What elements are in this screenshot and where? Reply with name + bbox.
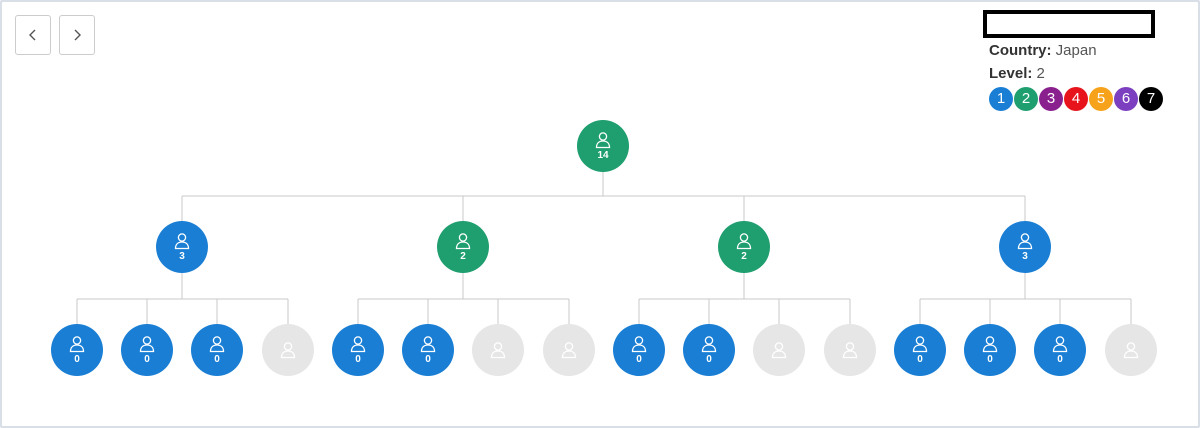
country-label: Country:: [989, 42, 1052, 59]
node-count: 2: [741, 250, 747, 262]
tree-node-level2[interactable]: 0: [191, 324, 243, 376]
tree-node-level2[interactable]: 0: [613, 324, 665, 376]
tree-node-level1[interactable]: 3: [999, 221, 1051, 273]
user-icon: [595, 131, 611, 148]
tree-node-root[interactable]: 14: [577, 120, 629, 172]
user-icon: [209, 335, 225, 352]
tree-node-empty-slot[interactable]: [262, 324, 314, 376]
node-count: 0: [355, 353, 361, 365]
node-count: 0: [144, 353, 150, 365]
user-icon: [280, 342, 296, 359]
next-button[interactable]: [59, 15, 95, 55]
legend-level-7: 7: [1139, 87, 1163, 111]
user-icon: [174, 232, 190, 249]
tree-node-empty-slot[interactable]: [753, 324, 805, 376]
level-row: Level: 2: [983, 64, 1183, 84]
node-count: 0: [706, 353, 712, 365]
tree-node-level1[interactable]: 2: [718, 221, 770, 273]
tree-node-level2[interactable]: 0: [402, 324, 454, 376]
tree-node-empty-slot[interactable]: [824, 324, 876, 376]
legend-level-5: 5: [1089, 87, 1113, 111]
user-icon: [561, 342, 577, 359]
user-icon: [736, 232, 752, 249]
node-count: 14: [597, 149, 609, 161]
node-count: 3: [1022, 250, 1028, 262]
user-icon: [1123, 342, 1139, 359]
legend-level-3: 3: [1039, 87, 1063, 111]
country-value: Japan: [1055, 42, 1097, 59]
user-icon: [631, 335, 647, 352]
user-icon: [139, 335, 155, 352]
node-count: 3: [179, 250, 185, 262]
user-icon: [350, 335, 366, 352]
user-icon: [771, 342, 787, 359]
tree-node-level2[interactable]: 0: [1034, 324, 1086, 376]
legend-level-6: 6: [1114, 87, 1138, 111]
node-count: 0: [987, 353, 993, 365]
user-icon: [455, 232, 471, 249]
legend-level-4: 4: [1064, 87, 1088, 111]
user-icon: [982, 335, 998, 352]
node-count: 0: [425, 353, 431, 365]
node-count: 2: [460, 250, 466, 262]
tree-node-empty-slot[interactable]: [1105, 324, 1157, 376]
tree-node-level2[interactable]: 0: [121, 324, 173, 376]
node-count: 0: [917, 353, 923, 365]
tree-node-level1[interactable]: 2: [437, 221, 489, 273]
level-value: 2: [1036, 65, 1045, 82]
user-icon: [912, 335, 928, 352]
user-icon: [842, 342, 858, 359]
user-icon: [701, 335, 717, 352]
tree-node-empty-slot[interactable]: [543, 324, 595, 376]
legend-level-2: 2: [1014, 87, 1038, 111]
tree-node-level2[interactable]: 0: [51, 324, 103, 376]
country-row: Country: Japan: [983, 41, 1183, 61]
user-icon: [490, 342, 506, 359]
legend-level-1: 1: [989, 87, 1013, 111]
user-icon: [1052, 335, 1068, 352]
node-count: 0: [214, 353, 220, 365]
chevron-right-icon: [74, 29, 81, 41]
node-count: 0: [636, 353, 642, 365]
tree-node-level2[interactable]: 0: [332, 324, 384, 376]
node-count: 0: [74, 353, 80, 365]
user-icon: [1017, 232, 1033, 249]
node-count: 0: [1057, 353, 1063, 365]
redacted-name-box: [983, 10, 1155, 38]
tree-node-level2[interactable]: 0: [683, 324, 735, 376]
tree-node-level2[interactable]: 0: [964, 324, 1016, 376]
user-icon: [69, 335, 85, 352]
user-icon: [420, 335, 436, 352]
previous-button[interactable]: [15, 15, 51, 55]
level-label: Level:: [989, 65, 1033, 82]
chevron-left-icon: [29, 29, 36, 41]
tree-node-level2[interactable]: 0: [894, 324, 946, 376]
tree-node-level1[interactable]: 3: [156, 221, 208, 273]
tree-node-empty-slot[interactable]: [472, 324, 524, 376]
